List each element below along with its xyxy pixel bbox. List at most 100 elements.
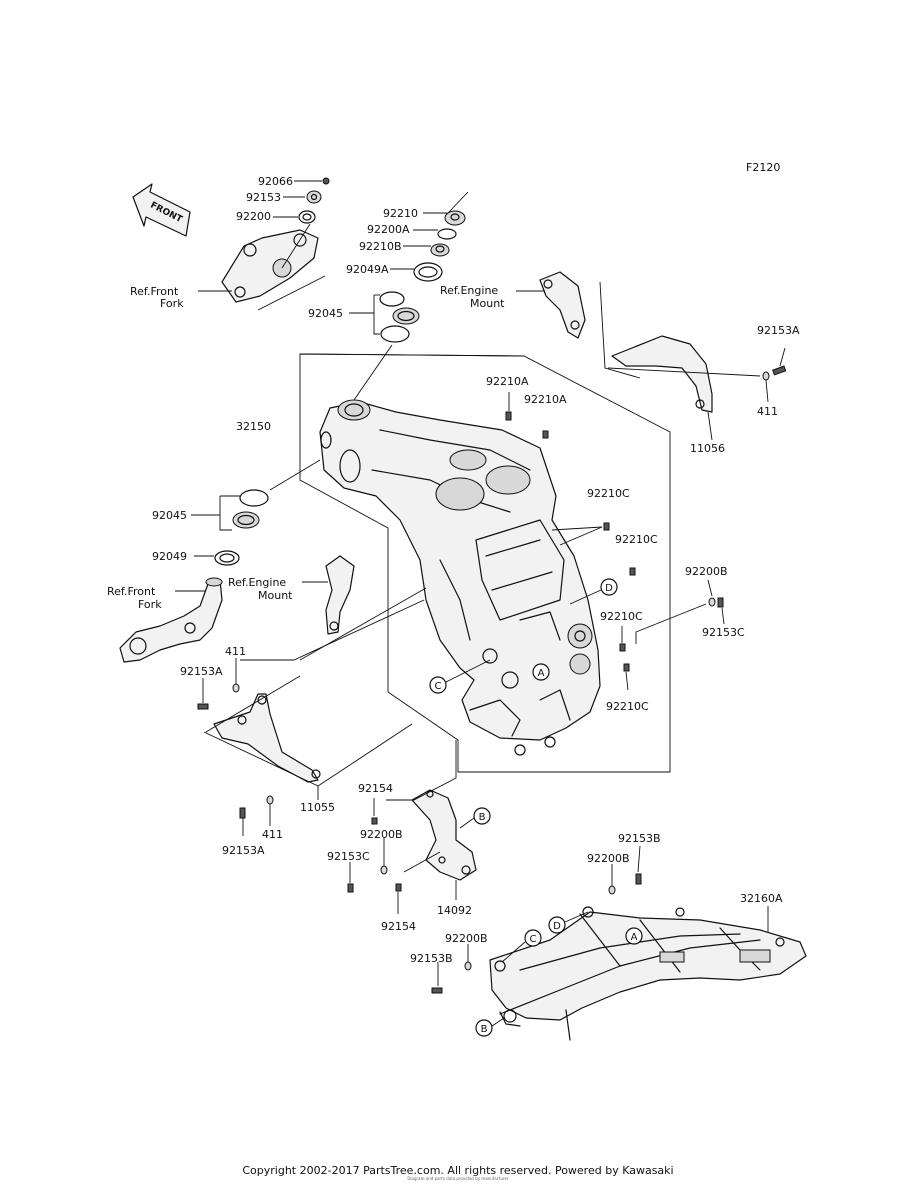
label-92154-bottom: 92154 [381, 920, 416, 933]
label-11055: 11055 [300, 801, 335, 814]
label-92153B-left: 92153B [410, 952, 453, 965]
engine-mount-top [539, 271, 586, 339]
label-92153A-right: 92153A [757, 324, 800, 337]
svg-text:A: A [538, 668, 545, 679]
label-ref-engine-mount-top: Ref.Engine [440, 284, 498, 297]
label-ref-front-fork-left: Ref.Front [107, 585, 156, 598]
front-arrow-icon: FRONT [132, 183, 191, 237]
nut-92210B [430, 243, 450, 257]
label-92153A-left: 92153A [180, 665, 223, 678]
label-92049A: 92049A [346, 263, 389, 276]
collar-411-right [762, 371, 770, 381]
bracket-14092 [411, 789, 477, 881]
svg-text:D: D [605, 583, 613, 594]
svg-text:C: C [530, 934, 537, 945]
svg-text:B: B [479, 812, 486, 823]
bolt-92210C-2 [629, 567, 636, 576]
washer-92200-top [298, 210, 316, 224]
copyright-line-1: Copyright 2002-2017 PartsTree.com. All r… [242, 1164, 673, 1177]
bolt-92210C-3 [619, 643, 626, 652]
bolt-92153A-bottom [239, 807, 246, 819]
bolt-92210A-1 [505, 411, 512, 421]
callout-A-frame: A [532, 663, 550, 681]
label-92045-top: 92045 [308, 307, 343, 320]
label-92210B: 92210B [359, 240, 402, 253]
label-92049: 92049 [152, 550, 187, 563]
bolt-92210C-1 [603, 522, 610, 531]
label-ref-engine-mount-left: Ref.Engine [228, 576, 286, 589]
label-92045-left: 92045 [152, 509, 187, 522]
label-92153-top: 92153 [246, 191, 281, 204]
nut-92066 [322, 177, 330, 185]
bolt-92153C-mid [347, 883, 354, 893]
label-92153A-bottom: 92153A [222, 844, 265, 857]
callout-B-bracket: B [473, 807, 491, 825]
washer-92200B-left [464, 961, 472, 971]
label-92066: 92066 [258, 175, 293, 188]
label-92153C-right: 92153C [702, 626, 745, 639]
locknut-92210 [444, 210, 466, 226]
label-92154-top: 92154 [358, 782, 393, 795]
bracket-11055 [213, 693, 321, 783]
label-92200B-lower: 92200B [587, 852, 630, 865]
label-ref-front-fork-top: Ref.Front [130, 285, 179, 298]
label-92200A: 92200A [367, 223, 410, 236]
bolt-92210C-4 [623, 663, 630, 672]
label-ref-front-fork-top-2: Fork [160, 297, 184, 310]
svg-text:C: C [435, 681, 442, 692]
steering-stem [119, 577, 223, 663]
copyright-line-2: Diagram and parts data provided by manuf… [407, 1176, 509, 1181]
label-14092: 14092 [437, 904, 472, 917]
label-ref-front-fork-left-2: Fork [138, 598, 162, 611]
collar-411-left [232, 683, 240, 693]
label-92210C-4: 92210C [606, 700, 649, 713]
label-92200B-right: 92200B [685, 565, 728, 578]
label-411-bottom: 411 [262, 828, 283, 841]
washer-92200B-mid [380, 865, 388, 875]
bolt-92153B-left [431, 987, 443, 994]
bolt-92153C-right [717, 597, 724, 608]
seal-92049 [214, 550, 240, 566]
main-frame-32150 [319, 399, 601, 756]
label-92200-top: 92200 [236, 210, 271, 223]
label-32150: 32150 [236, 420, 271, 433]
washer-92200B-right [708, 597, 716, 607]
callout-C-subframe: C [524, 929, 542, 947]
engine-mount-left [325, 555, 355, 635]
label-92200B-left: 92200B [445, 932, 488, 945]
label-ref-engine-mount-top-2: Mount [470, 297, 505, 310]
label-92153C-mid: 92153C [327, 850, 370, 863]
callout-D-frame: D [600, 578, 618, 596]
bolt-92153A-right [772, 365, 787, 376]
label-92210A-2: 92210A [524, 393, 567, 406]
svg-text:B: B [481, 1024, 488, 1035]
bolt-92154-top [371, 817, 378, 825]
label-92210C-2: 92210C [615, 533, 658, 546]
upper-triple-clamp [221, 229, 326, 311]
label-92210C-3: 92210C [600, 610, 643, 623]
svg-text:A: A [631, 932, 638, 943]
label-92210: 92210 [383, 207, 418, 220]
nut-92153-top [306, 190, 322, 204]
svg-text:D: D [553, 921, 561, 932]
figure-code: F2120 [746, 161, 780, 174]
label-92210C-1: 92210C [587, 487, 630, 500]
collar-411-bottom [266, 795, 274, 805]
bolt-92153B-right [635, 873, 642, 885]
label-92200B-mid: 92200B [360, 828, 403, 841]
bearing-92045-top [379, 291, 420, 343]
plate-11056 [611, 335, 713, 441]
callout-D-subframe: D [548, 916, 566, 934]
callout-A-subframe: A [625, 927, 643, 945]
washer-92200A [437, 228, 457, 240]
label-411-left: 411 [225, 645, 246, 658]
bolt-92154-bottom [395, 883, 402, 892]
callout-B-subframe: B [475, 1019, 493, 1037]
label-ref-engine-mount-left-2: Mount [258, 589, 293, 602]
bolt-92210A-2 [542, 430, 549, 439]
label-411-right: 411 [757, 405, 778, 418]
rear-subframe-32160A [489, 906, 807, 1041]
bearing-92045-left [232, 489, 269, 529]
label-92153B-right: 92153B [618, 832, 661, 845]
